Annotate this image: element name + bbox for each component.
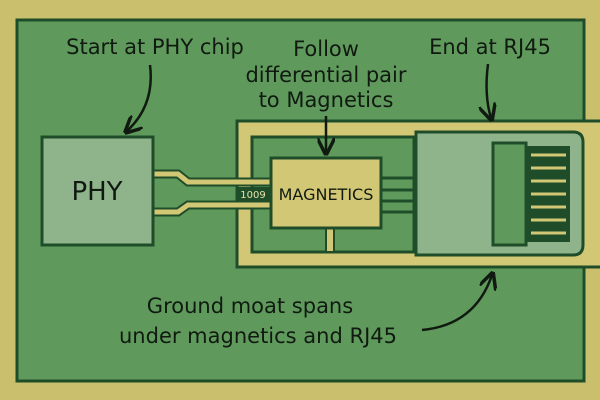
magnetics-to-rj45-traces [381,176,416,214]
follow-label-3: to Magnetics [259,88,394,112]
moat-label-1: Ground moat spans [147,294,353,318]
differential-pair [153,169,275,217]
follow-label-1: Follow [293,37,359,61]
follow-label-2: differential pair [245,63,406,87]
arrow-moat [421,275,492,332]
end-label: End at RJ45 [429,35,551,59]
arrow-to-rj45 [487,63,491,118]
rj45-pin-contacts [531,153,566,235]
moat-label-2: under magnetics and RJ45 [119,324,397,348]
resistor [237,187,270,201]
arrow-to-phy [127,64,152,131]
magnetics-chip [269,156,383,230]
start-label: Start at PHY chip [66,35,244,59]
rj45-latch [491,141,528,247]
ground-trace [325,227,335,253]
phy-chip [40,135,155,247]
resistor-label: 1009 [240,190,265,201]
magnetics-label: MAGNETICS [279,185,374,204]
phy-label: PHY [71,177,122,207]
